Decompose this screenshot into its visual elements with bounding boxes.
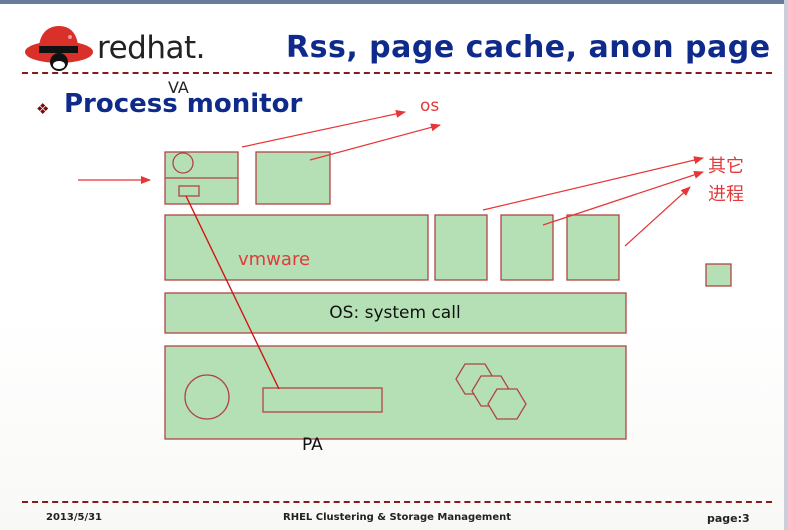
title-divider [22, 72, 772, 74]
window-top-border [0, 0, 788, 4]
va-process-box [164, 151, 239, 205]
logo-wordmark: redhat. [97, 30, 205, 66]
va-page [178, 185, 200, 197]
other-process-box-2 [500, 214, 554, 281]
footer-divider [22, 501, 772, 503]
other-process-box-1 [434, 214, 488, 281]
footer-page-number: 3 [742, 512, 750, 525]
va-circle [172, 152, 194, 174]
other-process-label-line2: 进程 [708, 184, 744, 205]
process1-to-other-arrow [482, 156, 704, 211]
vmware-process-box [164, 214, 429, 281]
slide-title: Rss, page cache, anon page [286, 30, 771, 65]
window-right-border [784, 0, 788, 530]
va-label: VA [168, 78, 189, 97]
pa-label: PA [302, 435, 323, 455]
box-to-os-arrow [309, 123, 441, 161]
small-box [705, 263, 732, 287]
other-process-box-3 [566, 214, 620, 281]
os-label: os [420, 96, 440, 116]
syscall-label: OS: system call [329, 303, 461, 323]
footer-page-label: page: [707, 512, 743, 525]
footer-date: 2013/5/31 [46, 512, 103, 523]
pa-circle [184, 374, 230, 420]
va-to-pa-mapping-line [185, 195, 280, 390]
hexagon-stack [455, 363, 527, 420]
footer-course-title: RHEL Clustering & Storage Management [283, 512, 512, 523]
pa-page-block [262, 387, 383, 413]
process2-to-other-arrow [542, 171, 704, 226]
redhat-shadowman-icon [25, 26, 93, 71]
other-process-label: 其它 进程 [708, 153, 744, 209]
section-heading: Process monitor [64, 89, 303, 119]
footer-page: page:3 [707, 512, 750, 525]
va-to-os-arrow [241, 109, 406, 148]
os-mapped-box [255, 151, 331, 205]
other-process-label-line1: 其它 [708, 156, 744, 177]
process3-to-other-arrow [624, 186, 691, 247]
diamond-bullet-icon: ❖ [36, 100, 50, 118]
vmware-label: vmware [238, 249, 311, 270]
physical-memory-box [164, 345, 627, 440]
